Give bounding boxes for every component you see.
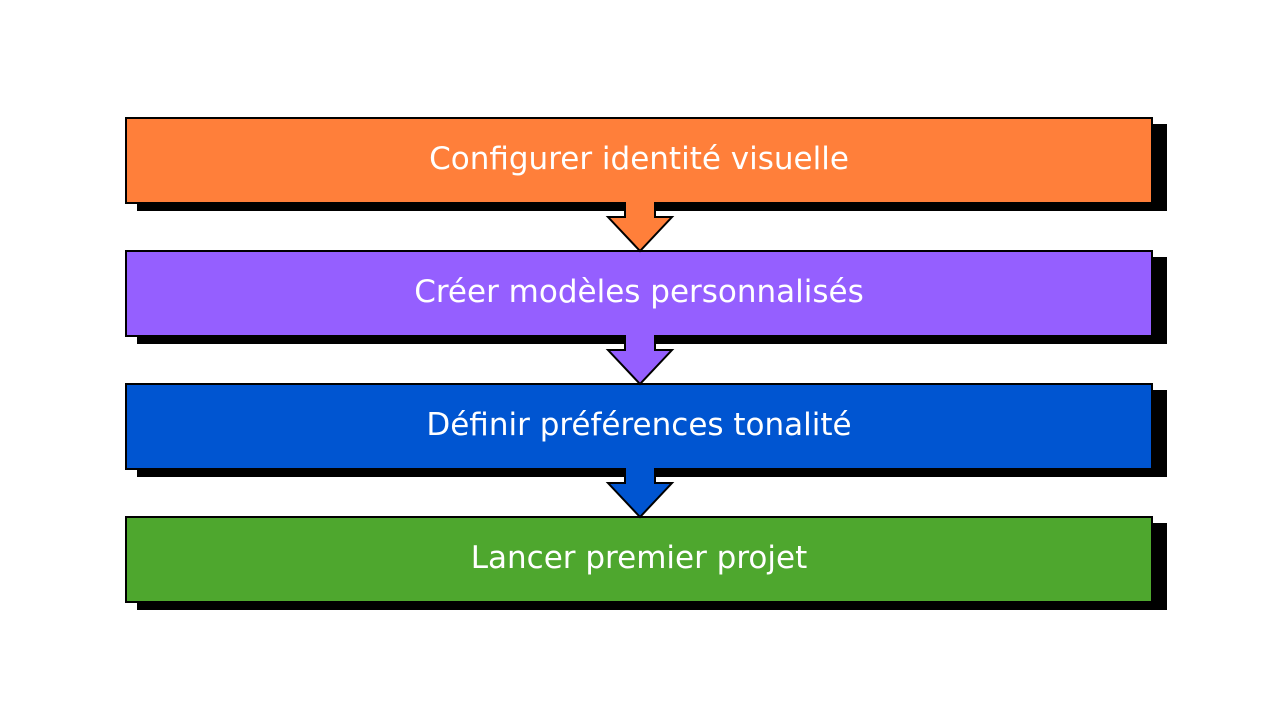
step-label: Créer modèles personnalisés xyxy=(414,274,864,310)
process-step-create-custom-templates: Créer modèles personnalisés xyxy=(125,250,1167,344)
process-step-configure-visual-identity: Configurer identité visuelle xyxy=(125,117,1167,211)
process-step-define-tone-preferences: Définir préférences tonalité xyxy=(125,383,1167,477)
step-box: Configurer identité visuelle xyxy=(125,117,1153,204)
step-box: Lancer premier projet xyxy=(125,516,1153,603)
step-box: Créer modèles personnalisés xyxy=(125,250,1153,337)
step-box: Définir préférences tonalité xyxy=(125,383,1153,470)
process-step-launch-first-project: Lancer premier projet xyxy=(125,516,1167,610)
step-label: Lancer premier projet xyxy=(470,540,808,576)
step-label: Définir préférences tonalité xyxy=(426,407,852,443)
step-label: Configurer identité visuelle xyxy=(429,141,849,177)
